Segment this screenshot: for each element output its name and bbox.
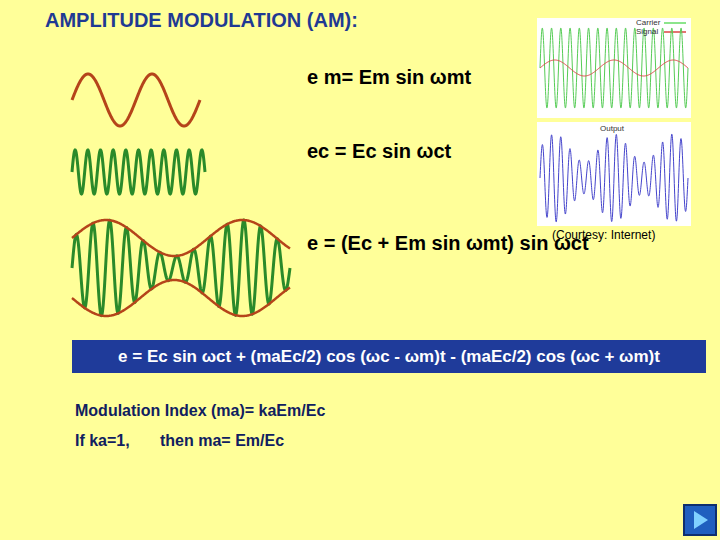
equation-box: e = Ec sin ωct + (maEc/2) cos (ωc - ωm)t… [72, 340, 706, 373]
next-button [684, 505, 716, 535]
slide-title: AMPLITUDE MODULATION (AM): [45, 9, 358, 32]
equation-text: ec = Ec sin ωct [307, 140, 451, 163]
modulating-wave [72, 74, 200, 126]
equation-text: e = (Ec + Em sin ωmt) sin ωct [307, 232, 589, 255]
am-wave [72, 220, 290, 315]
equation-text: If ka=1, [75, 432, 130, 450]
legend-text: Carrier [636, 18, 660, 27]
inset-bottom-panel [537, 122, 691, 226]
legend-line [664, 31, 686, 33]
equation-text: then ma= Em/Ec [160, 432, 284, 450]
envelope-upper [72, 220, 290, 256]
panel-label: Output [600, 124, 624, 133]
inset-carrier [540, 28, 688, 108]
carrier-wave [72, 150, 205, 194]
inset-output [540, 134, 688, 222]
equation-text: Modulation Index (ma)= kaEm/Ec [75, 402, 325, 420]
legend-line [664, 22, 686, 24]
inset-top-panel [537, 18, 691, 118]
equation-text: e = Ec sin ωct + (maEc/2) cos (ωc - ωm)t… [118, 347, 660, 367]
envelope-lower [72, 280, 290, 316]
equation-text: e m= Em sin ωmt [307, 66, 471, 89]
inset-signal [540, 60, 688, 76]
legend-text: Signal [636, 27, 658, 36]
